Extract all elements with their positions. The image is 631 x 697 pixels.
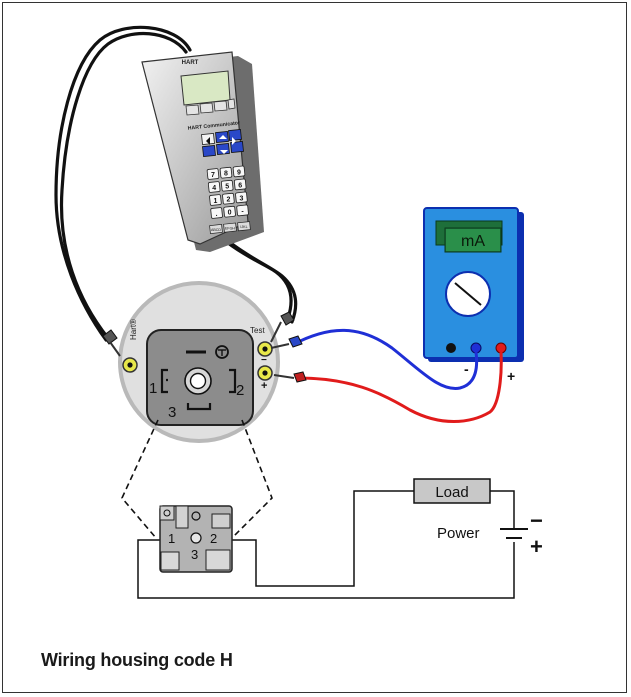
- load-resistor: Load: [413, 478, 491, 504]
- connector-housing: 1 2 3 Hart® Test − +: [118, 281, 280, 443]
- multimeter: mA - +: [423, 207, 524, 384]
- connector-module: 1 2 3: [159, 505, 233, 573]
- red-test-lead: [297, 351, 503, 423]
- keypad-key[interactable]: 5: [220, 179, 234, 192]
- load-label: Load: [435, 484, 468, 501]
- multimeter-minus-jack[interactable]: [470, 342, 482, 354]
- communicator-soft-keys[interactable]: [185, 98, 236, 116]
- ground-icon: [215, 345, 229, 359]
- circuit-wires: [137, 490, 515, 599]
- keypad-key[interactable]: 0: [223, 205, 236, 218]
- keypad-key-label: .: [216, 211, 218, 218]
- keypad-key[interactable]: 3: [235, 191, 248, 204]
- module-pin-3: 3: [191, 547, 198, 562]
- keypad-key-label: 3: [239, 195, 243, 202]
- power-minus-sign: −: [530, 508, 543, 533]
- hart-terminal-label: Hart®: [129, 319, 138, 340]
- connector-pin-2: 2: [236, 382, 244, 399]
- module-pin-2: 2: [210, 531, 217, 546]
- probe-tips: [102, 311, 307, 383]
- blue-test-lead: [291, 328, 479, 390]
- test-minus-sign: −: [261, 355, 267, 366]
- function-key-label: IJKL: [240, 225, 247, 229]
- keypad-key[interactable]: 4: [207, 181, 221, 193]
- function-key-label: EFGH: [225, 227, 235, 231]
- figure-caption: Wiring housing code H: [41, 650, 233, 670]
- communicator-brand-label: HART Communicator: [187, 120, 240, 131]
- function-key-label: ABCD: [211, 228, 221, 232]
- keypad-key-label: 9: [237, 169, 241, 176]
- power-source: Power − +: [437, 508, 543, 559]
- keypad-key-label: 2: [226, 197, 230, 204]
- module-screw: [190, 532, 202, 544]
- keypad-key[interactable]: 1: [209, 194, 222, 206]
- test-plus-sign: +: [261, 380, 267, 392]
- multimeter-dial-pointer: [454, 282, 482, 306]
- communicator-top-label: HART: [182, 60, 199, 66]
- module-pin-1: 1: [168, 531, 175, 546]
- function-key[interactable]: ABCD: [209, 224, 223, 234]
- multimeter-com-jack[interactable]: [446, 343, 456, 353]
- connector-pin-1: 1: [149, 380, 157, 397]
- connector-screw: [189, 372, 207, 390]
- keypad-key-label: 1: [213, 198, 217, 205]
- function-key[interactable]: IJKL: [237, 221, 251, 232]
- communicator-nav-keys[interactable]: [201, 128, 244, 158]
- keypad-key[interactable]: -: [236, 204, 249, 217]
- keypad-key[interactable]: 8: [219, 166, 233, 179]
- communicator-screen: [180, 70, 231, 106]
- keypad-key[interactable]: 6: [233, 178, 247, 191]
- multimeter-plus-jack[interactable]: [495, 342, 507, 354]
- multimeter-display-text: mA: [461, 233, 485, 250]
- module-ground-icon: [191, 511, 201, 521]
- keypad-key[interactable]: 9: [232, 165, 246, 178]
- keypad-key-label: 8: [224, 171, 228, 178]
- keypad-key-label: 5: [225, 184, 229, 191]
- keypad-key[interactable]: .: [210, 207, 223, 219]
- multimeter-minus-label: -: [464, 361, 469, 377]
- communicator-keypad[interactable]: 7 8 9 4 5 6 1 2 3. 0 -: [206, 165, 249, 219]
- projection-lines: [121, 419, 273, 539]
- power-plus-sign: +: [530, 534, 543, 559]
- test-terminal-label: Test: [250, 326, 265, 335]
- function-key[interactable]: EFGH: [223, 222, 237, 233]
- connector-pin-3: 3: [168, 404, 176, 421]
- hart-communicator: HART HART Communicator 7 8 9 4 5 6 1 2 3. 0 - ABCD: [141, 51, 264, 252]
- keypad-key[interactable]: 7: [206, 168, 220, 180]
- communicator-function-keys[interactable]: ABCD EFGH IJKL: [209, 221, 251, 234]
- keypad-key-label: 7: [211, 172, 215, 179]
- multimeter-plus-label: +: [507, 368, 515, 384]
- power-label: Power: [437, 525, 480, 542]
- keypad-key[interactable]: 2: [222, 192, 235, 205]
- keypad-key-label: 6: [238, 182, 242, 189]
- keypad-key-label: -: [241, 208, 244, 215]
- keypad-key-label: 0: [228, 210, 232, 217]
- keypad-key-label: 4: [212, 185, 216, 192]
